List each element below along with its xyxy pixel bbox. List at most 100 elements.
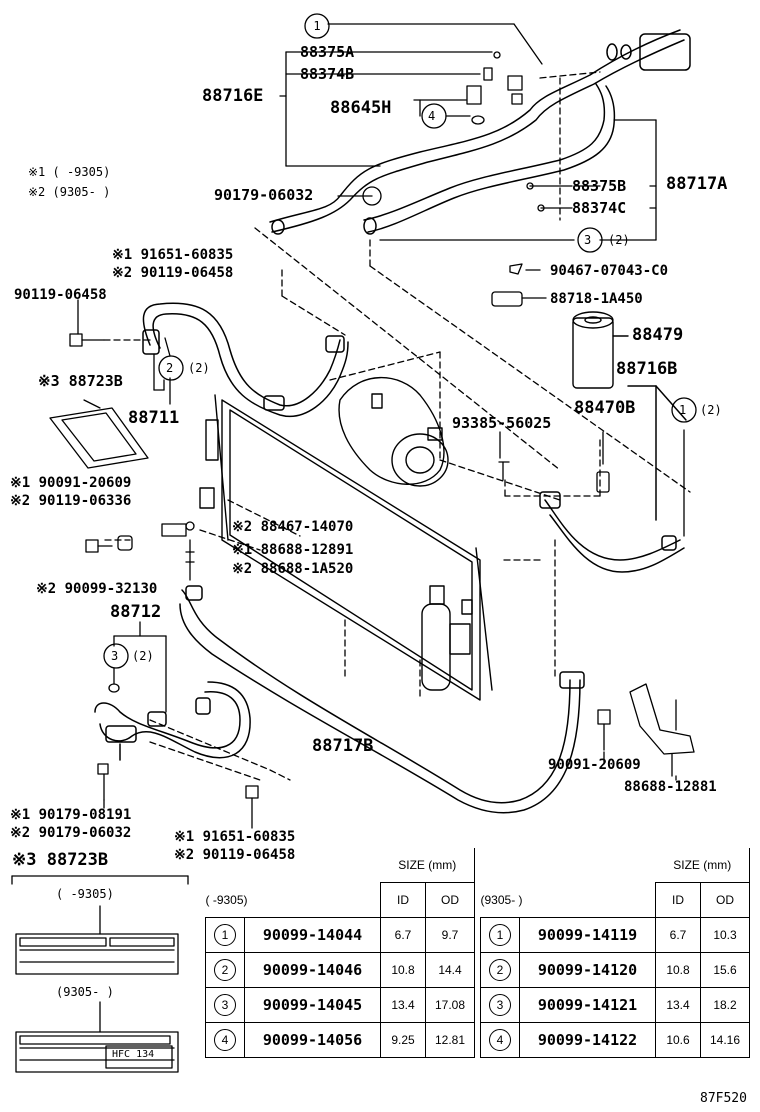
ref-circle-1-top: 1 [313, 19, 321, 33]
part-88374c[interactable]: 88374C [572, 199, 627, 217]
condenser [199, 394, 493, 701]
ref-circle-3-left: 3 [111, 649, 119, 663]
part-88723b-gasket[interactable]: ※3 88723B [38, 372, 123, 390]
part-90119-06458-left[interactable]: 90119-06458 [14, 287, 107, 303]
leader-lines [77, 185, 685, 829]
row-part[interactable]: 90099-14046 [244, 952, 381, 988]
row-part[interactable]: 90099-14056 [244, 1022, 381, 1058]
part-88375b[interactable]: 88375B [572, 177, 627, 195]
row-part[interactable]: 90099-14121 [519, 987, 656, 1023]
row-part[interactable]: 90099-14044 [244, 917, 381, 953]
part-90179-08191[interactable]: ※1 90179-08191 [10, 807, 132, 823]
row-part[interactable]: 90099-14120 [519, 952, 656, 988]
row-od: 10.3 [700, 917, 750, 953]
row-number: 1 [214, 924, 236, 946]
ref-circle-1-right: 1 [679, 403, 687, 417]
part-88712[interactable]: 88712 [110, 602, 162, 622]
table-row: 2 90099-14120 10.8 15.6 [480, 952, 750, 988]
part-88688-1a520[interactable]: ※2 88688-1A520 [232, 561, 354, 577]
part-88717b[interactable]: 88717B [312, 736, 374, 756]
part-90099-32130[interactable]: ※2 90099-32130 [36, 581, 158, 597]
row-number: 3 [489, 994, 511, 1016]
table-row: 1 90099-14119 6.7 10.3 [480, 917, 750, 953]
part-90091-20609-right[interactable]: 90091-20609 [548, 757, 641, 773]
size-table-early: SIZE (mm) ( -9305) ID OD 1 90099-14044 6… [205, 848, 475, 1058]
label-tag-text: HFC 134 [112, 1049, 155, 1060]
part-88467-14070[interactable]: ※2 88467-14070 [232, 519, 354, 535]
part-90091-20609-left[interactable]: ※1 90091-20609 [10, 475, 132, 491]
row-od: 14.4 [425, 952, 475, 988]
ref-circle-3-left-qty: (2) [132, 649, 154, 663]
part-88375a[interactable]: 88375A [300, 43, 355, 61]
row-od: 14.16 [700, 1022, 750, 1058]
left-hardware [69, 333, 259, 801]
label-late-period: (9305- ) [56, 985, 114, 999]
part-88374b[interactable]: 88374B [300, 65, 355, 83]
part-88717a[interactable]: 88717A [666, 174, 728, 194]
ref-circle-3-top: 3 [584, 233, 592, 247]
part-90119-06458-top[interactable]: ※2 90119-06458 [112, 265, 234, 281]
part-88688-12891[interactable]: ※1 88688-12891 [232, 542, 354, 558]
part-88470b[interactable]: 88470B [574, 398, 636, 418]
part-93385-56025[interactable]: 93385-56025 [452, 414, 552, 432]
size-header: SIZE (mm) [655, 848, 750, 883]
row-number: 4 [489, 1029, 511, 1051]
dashed-leaders [103, 71, 691, 781]
id-header: ID [380, 882, 426, 918]
row-part[interactable]: 90099-14119 [519, 917, 656, 953]
table-period: (9305- ) [480, 882, 656, 918]
part-90179-06032[interactable]: 90179-06032 [214, 186, 314, 204]
part-88711[interactable]: 88711 [128, 408, 180, 428]
row-number: 4 [214, 1029, 236, 1051]
row-id: 9.25 [380, 1022, 426, 1058]
part-88645h[interactable]: 88645H [330, 98, 392, 118]
note-early-model: ※1 ( -9305) [28, 165, 111, 179]
table-row: 3 90099-14045 13.4 17.08 [205, 987, 475, 1023]
table-row: 1 90099-14044 6.7 9.7 [205, 917, 475, 953]
row-number: 3 [214, 994, 236, 1016]
compressor [338, 376, 449, 487]
part-88688-12881[interactable]: 88688-12881 [624, 779, 717, 795]
part-90179-06032-bottom[interactable]: ※2 90179-06032 [10, 825, 132, 841]
hose-88711 [142, 302, 349, 418]
row-od: 12.81 [425, 1022, 475, 1058]
part-91651-60835-bottom[interactable]: ※1 91651-60835 [174, 829, 296, 845]
row-number: 2 [489, 959, 511, 981]
row-od: 17.08 [425, 987, 475, 1023]
ref-circle-2-qty: (2) [188, 361, 210, 375]
od-header: OD [700, 882, 750, 918]
ref-circle-3-top-qty: (2) [608, 233, 630, 247]
part-88718-1a450[interactable]: 88718-1A450 [550, 291, 643, 307]
part-90467-07043-c0[interactable]: 90467-07043-C0 [550, 263, 669, 279]
row-number: 1 [489, 924, 511, 946]
part-90119-06458-bottom[interactable]: ※2 90119-06458 [174, 847, 296, 863]
row-id: 6.7 [655, 917, 701, 953]
part-88716e[interactable]: 88716E [202, 86, 264, 106]
gasket-88723b [49, 407, 149, 469]
table-period: ( -9305) [205, 882, 381, 918]
hose-88712 [94, 681, 251, 761]
row-id: 13.4 [655, 987, 701, 1023]
row-part[interactable]: 90099-14122 [519, 1022, 656, 1058]
row-id: 10.8 [655, 952, 701, 988]
bracket-88712 [108, 337, 171, 713]
size-header: SIZE (mm) [380, 848, 475, 883]
hose-88717b [179, 585, 585, 814]
row-od: 9.7 [425, 917, 475, 953]
table-row: 3 90099-14121 13.4 18.2 [480, 987, 750, 1023]
row-part[interactable]: 90099-14045 [244, 987, 381, 1023]
row-od: 15.6 [700, 952, 750, 988]
receiver-drier [421, 585, 473, 691]
row-od: 18.2 [700, 987, 750, 1023]
ref-circle-1-right-qty: (2) [700, 403, 722, 417]
part-88479[interactable]: 88479 [632, 325, 684, 345]
clamp-parts [491, 263, 610, 493]
hose-88716b [539, 385, 687, 573]
note-late-model: ※2 (9305- ) [28, 185, 111, 199]
part-88723b-label[interactable]: ※3 88723B [12, 850, 109, 870]
od-header: OD [425, 882, 475, 918]
part-90119-06336[interactable]: ※2 90119-06336 [10, 493, 132, 509]
part-88716b[interactable]: 88716B [616, 359, 678, 379]
part-91651-60835-top[interactable]: ※1 91651-60835 [112, 247, 234, 263]
